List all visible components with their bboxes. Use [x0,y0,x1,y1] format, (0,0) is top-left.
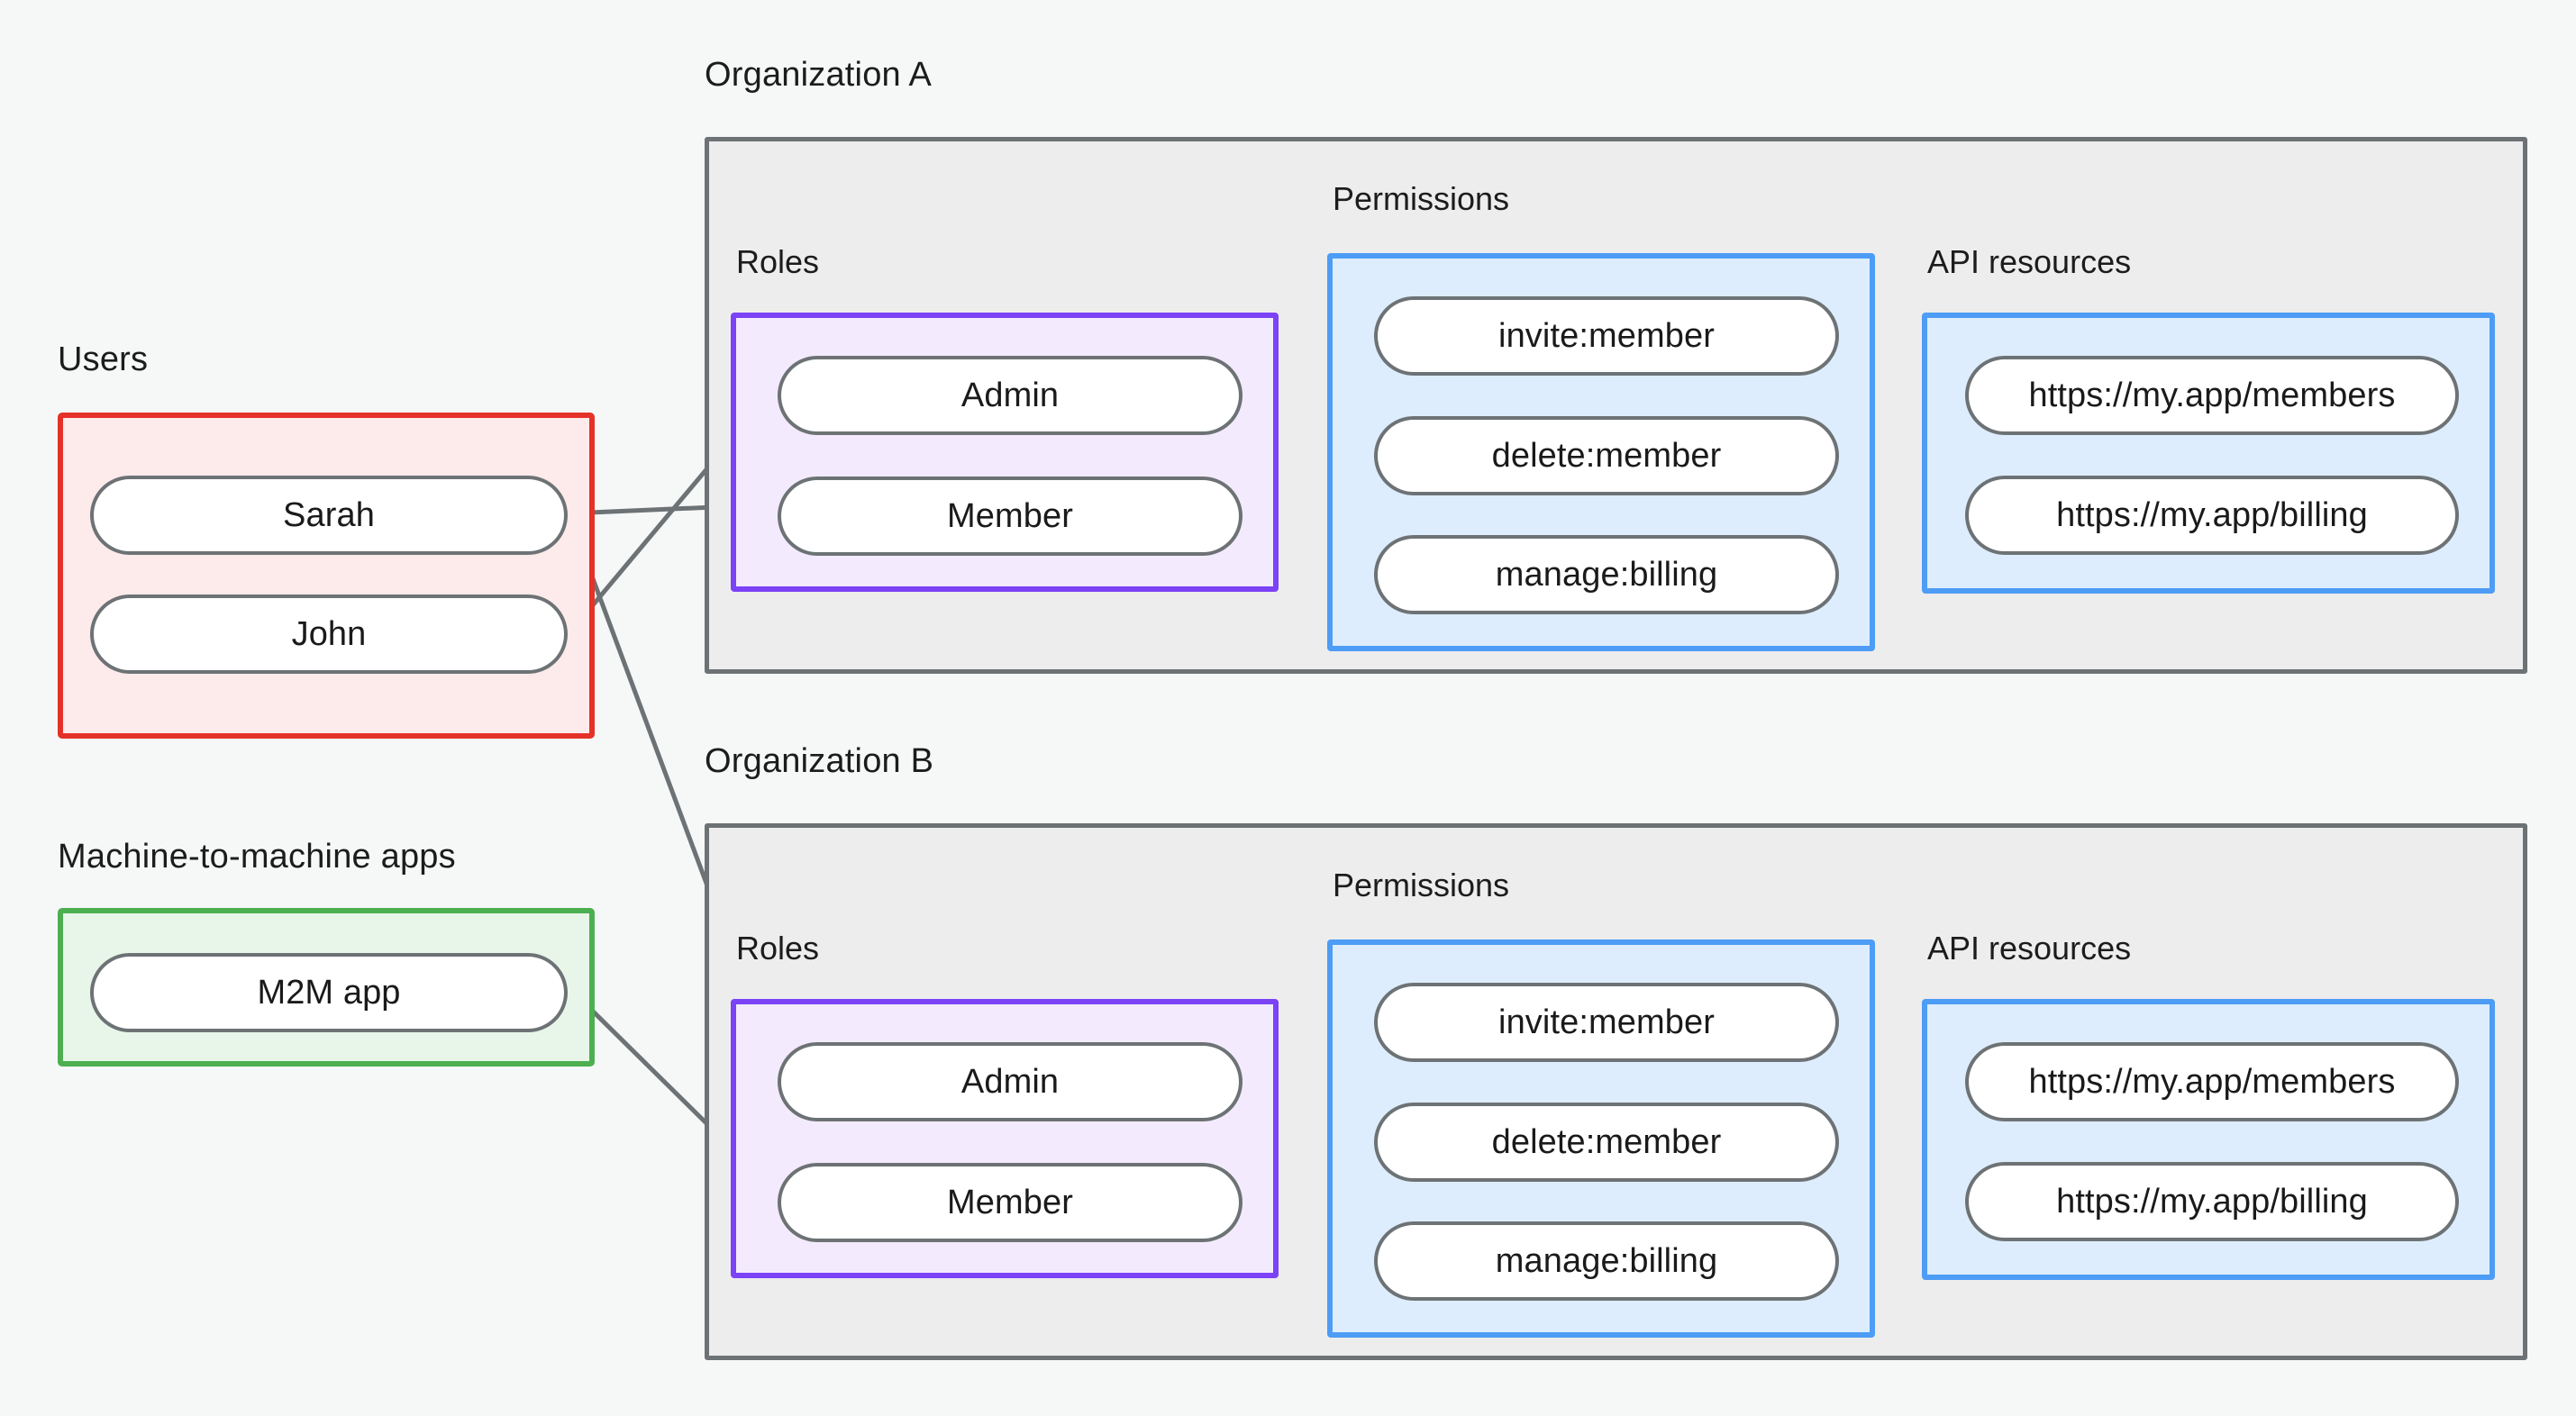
m2m-container: M2M app [58,908,595,1067]
orgA-api-resources-container: https://my.app/members https://my.app/bi… [1922,313,2495,594]
orgB-api-resources-container: https://my.app/members https://my.app/bi… [1922,999,2495,1280]
orgA-permission-node-invite-member[interactable]: invite:member [1374,296,1839,376]
user-node-sarah[interactable]: Sarah [90,476,568,555]
orgA-permissions-container: invite:member delete:member manage:billi… [1327,253,1875,651]
orgA-roles-label: Roles [736,243,820,280]
users-container: Sarah John [58,413,595,739]
users-group-label: Users [58,340,149,378]
orgB-permissions-label: Permissions [1333,867,1510,903]
orgA-permission-node-delete-member[interactable]: delete:member [1374,416,1839,495]
orgA-permission-node-manage-billing[interactable]: manage:billing [1374,535,1839,614]
orgA-api-node-billing[interactable]: https://my.app/billing [1965,476,2459,555]
orgB-api-resources-label: API resources [1927,930,2132,967]
orgB-permission-node-delete-member[interactable]: delete:member [1374,1103,1839,1182]
orgB-permission-node-invite-member[interactable]: invite:member [1374,983,1839,1062]
orgB-roles-container: Admin Member [731,999,1279,1278]
orgA-permissions-label: Permissions [1333,180,1510,217]
orgA-roles-container: Admin Member [731,313,1279,592]
orgA-role-node-admin[interactable]: Admin [778,356,1242,435]
orgB-api-node-members[interactable]: https://my.app/members [1965,1042,2459,1121]
orgB-permission-node-manage-billing[interactable]: manage:billing [1374,1221,1839,1301]
orgA-api-resources-label: API resources [1927,243,2132,280]
user-node-john[interactable]: John [90,595,568,674]
orgA-api-node-members[interactable]: https://my.app/members [1965,356,2459,435]
orgB-role-node-admin[interactable]: Admin [778,1042,1242,1121]
m2m-group-label: Machine-to-machine apps [58,838,456,876]
orgA-role-node-member[interactable]: Member [778,477,1242,556]
orgB-role-node-member[interactable]: Member [778,1163,1242,1242]
m2m-node-app[interactable]: M2M app [90,953,568,1032]
organization-b-label: Organization B [705,742,934,780]
orgB-roles-label: Roles [736,930,820,967]
organization-b-container: Roles Admin Member Permissions invite:me… [705,823,2527,1360]
orgB-api-node-billing[interactable]: https://my.app/billing [1965,1162,2459,1241]
organization-a-label: Organization A [705,56,933,94]
organization-a-container: Roles Admin Member Permissions invite:me… [705,137,2527,674]
orgB-permissions-container: invite:member delete:member manage:billi… [1327,939,1875,1338]
